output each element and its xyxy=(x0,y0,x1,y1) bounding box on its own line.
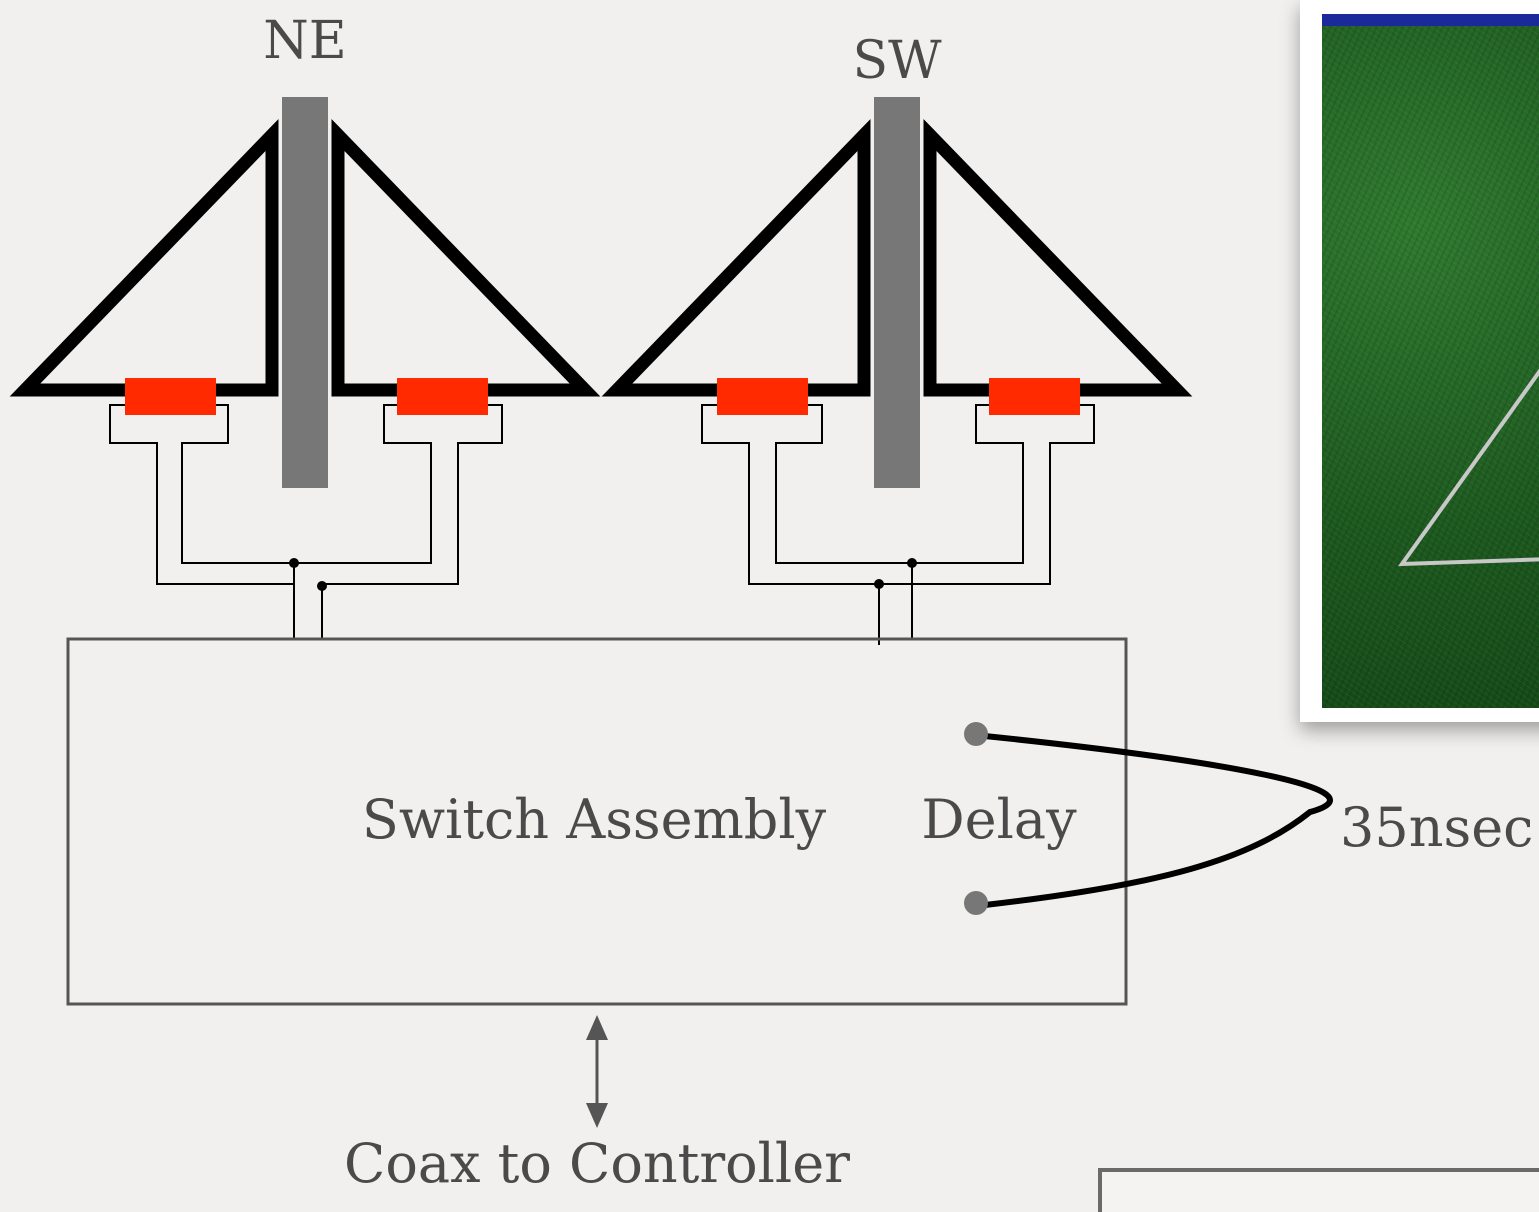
sw-label: SW xyxy=(852,31,942,91)
sw-junction-1 xyxy=(907,558,917,568)
delay-port-top xyxy=(964,722,988,746)
ne-feed-left xyxy=(125,378,216,415)
ne-antenna xyxy=(25,97,585,638)
coax-label: Coax to Controller xyxy=(344,1132,850,1192)
sw-antenna xyxy=(617,97,1177,645)
sw-feed-left xyxy=(717,378,808,415)
coax-double-arrow xyxy=(586,1015,608,1128)
delay-label: Delay xyxy=(921,788,1077,851)
sw-mast xyxy=(874,97,920,488)
delay-value-label: 35nsec xyxy=(1340,796,1533,859)
sw-junction-2 xyxy=(874,579,884,589)
ne-feed-right xyxy=(397,378,488,415)
switch-assembly-label: Switch Assembly xyxy=(362,788,827,851)
ne-junction-2 xyxy=(317,581,327,591)
sw-feed-right xyxy=(989,378,1080,415)
ne-label: NE xyxy=(263,11,346,71)
ne-junction-1 xyxy=(289,558,299,568)
delay-port-bottom xyxy=(964,891,988,915)
ne-mast xyxy=(282,97,328,488)
